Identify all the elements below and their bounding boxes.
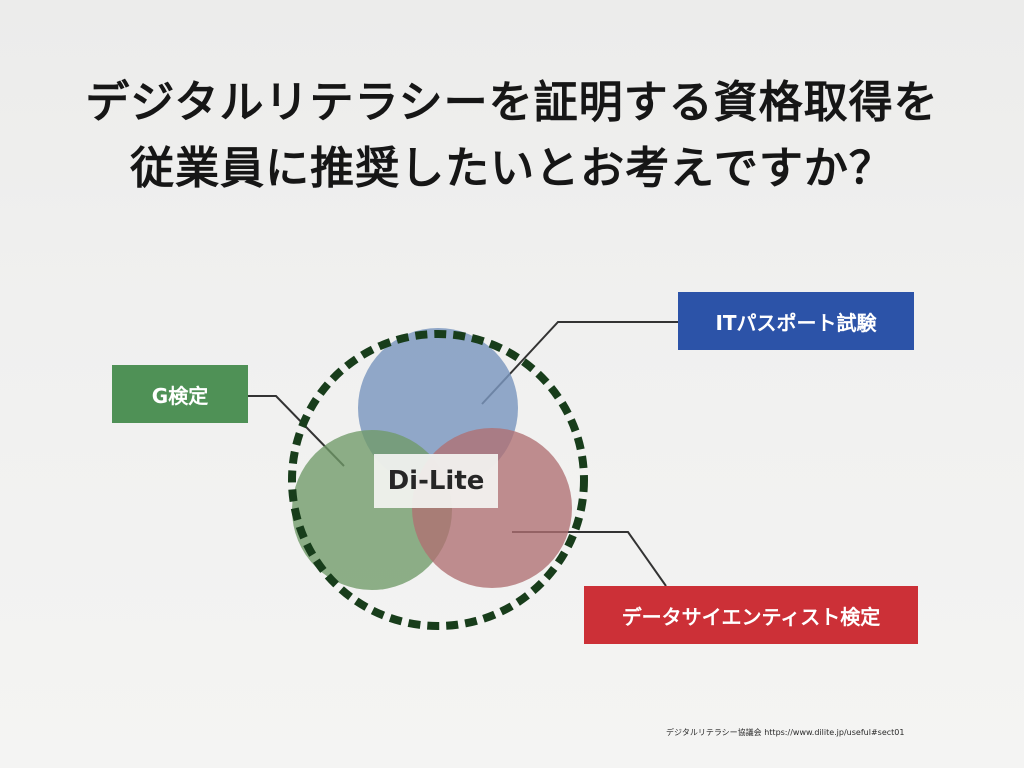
it-label-text: ITパスポート試験 <box>715 310 877 335</box>
ds-label-box: データサイエンティスト検定 <box>584 586 918 644</box>
title-line-1: デジタルリテラシーを証明する資格取得を <box>85 77 939 128</box>
source-footer: デジタルリテラシー協議会 https://www.dilite.jp/usefu… <box>666 728 905 737</box>
center-label-text: Di-Lite <box>387 466 485 496</box>
ds-label-text: データサイエンティスト検定 <box>621 604 881 629</box>
title-line-2: 従業員に推奨したいとお考えですか？ <box>130 143 894 194</box>
dilite-outline <box>288 330 588 630</box>
slide-title: デジタルリテラシーを証明する資格取得を 従業員に推奨したいとお考えですか？ <box>0 70 1024 202</box>
g-label-box: G検定 <box>112 365 248 423</box>
g-label-text: G検定 <box>151 383 209 408</box>
center-label: Di-Lite <box>374 454 498 508</box>
circle-ds <box>412 428 572 588</box>
connector-g <box>248 395 345 467</box>
it-label-box: ITパスポート試験 <box>678 292 914 350</box>
